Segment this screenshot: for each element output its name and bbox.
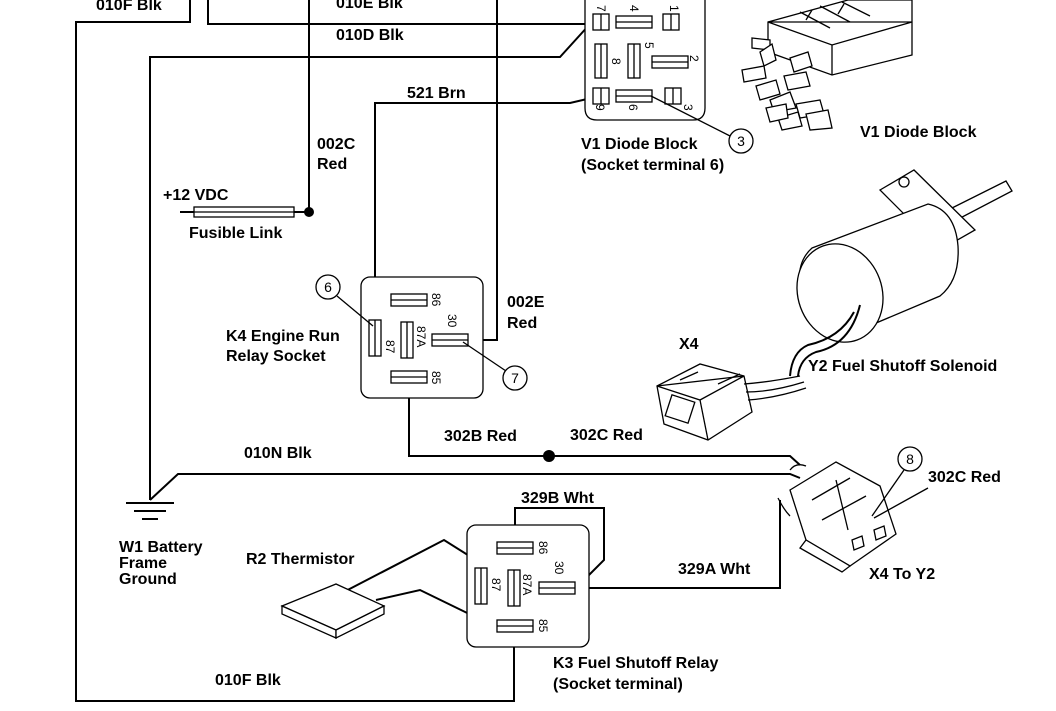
k3-pin-87: 87 <box>489 578 503 592</box>
r2-thermistor-picture <box>280 583 386 640</box>
label-k3-line1: K3 Fuel Shutoff Relay <box>553 655 718 672</box>
wire-010e-blk <box>207 0 590 25</box>
label-fusible-link: Fusible Link <box>189 225 282 242</box>
wire-010f-blk <box>75 0 515 702</box>
wire-010n-blk <box>149 473 801 501</box>
y2-solenoid-picture <box>789 169 1013 377</box>
v1-pin-8: 8 <box>609 58 623 65</box>
x4-connector-picture <box>656 363 807 441</box>
label-010d: 010D Blk <box>336 27 404 44</box>
splice-dot-002c <box>304 207 314 217</box>
v1-pin-6: 6 <box>626 104 640 111</box>
wire-002c-red <box>294 0 310 213</box>
label-k4-line2: Relay Socket <box>226 348 326 365</box>
v1-pin-4: 4 <box>627 5 641 12</box>
label-002c-1: 002C <box>317 136 356 153</box>
label-w1-line1: W1 Battery <box>119 539 203 556</box>
wire-302b-red <box>408 384 801 466</box>
label-k4-line1: K4 Engine Run <box>226 328 340 345</box>
label-329a: 329A Wht <box>678 561 751 578</box>
v1-diode-block-socket: 7 4 1 5 8 2 9 6 3 <box>584 0 706 121</box>
label-010e-top: 010E Blk <box>336 0 403 12</box>
wire-329a-wht <box>557 500 781 589</box>
v1-pin-2: 2 <box>687 55 701 62</box>
k4-relay-socket: 86 30 87A 87 85 <box>360 276 484 399</box>
wire-010d-blk <box>149 23 591 500</box>
label-521: 521 Brn <box>407 85 466 102</box>
callout-3: 3 <box>650 95 754 154</box>
label-y2: Y2 Fuel Shutoff Solenoid <box>808 358 997 375</box>
component-labels: +12 VDC Fusible Link K4 Engine Run Relay… <box>119 124 997 693</box>
v1-pin-9: 9 <box>593 104 607 111</box>
label-v1-picture: V1 Diode Block <box>860 124 977 141</box>
v1-diode-block-pins <box>741 37 833 131</box>
k4-pin-30: 30 <box>445 314 459 328</box>
label-302b: 302B Red <box>444 428 517 445</box>
v1-pin-7: 7 <box>594 5 608 12</box>
label-002c-2: Red <box>317 156 347 173</box>
callout-8: 8 <box>871 446 929 519</box>
label-w1-line2: Frame <box>119 555 167 572</box>
callout-6: 6 <box>315 274 374 327</box>
k3-pin-85: 85 <box>536 619 550 633</box>
fusible-link <box>180 206 295 218</box>
label-002e-1: 002E <box>507 294 545 311</box>
k3-pin-87a: 87A <box>520 574 534 595</box>
label-302c-a: 302C Red <box>570 427 643 444</box>
x4-to-y2-connector-picture <box>777 461 897 573</box>
label-k3-line2: (Socket terminal) <box>553 676 683 693</box>
label-r2: R2 Thermistor <box>246 551 354 568</box>
label-010f-bottom: 010F Blk <box>215 672 281 689</box>
k3-pin-86: 86 <box>536 541 550 555</box>
k3-pin-30: 30 <box>552 561 566 575</box>
wire-329b-wht <box>514 507 605 591</box>
callout-3-number: 3 <box>737 133 745 149</box>
ground-symbol <box>126 502 174 520</box>
callout-7: 7 <box>462 341 528 391</box>
label-v1-line1: V1 Diode Block <box>581 136 698 153</box>
k4-pin-87a: 87A <box>414 326 428 347</box>
v1-diode-block-picture <box>741 0 913 131</box>
label-fuse-voltage: +12 VDC <box>163 187 229 204</box>
callout-6-number: 6 <box>324 279 332 295</box>
k4-pin-87: 87 <box>383 340 397 354</box>
label-002e-2: Red <box>507 315 537 332</box>
v1-pin-3: 3 <box>681 104 695 111</box>
label-329b: 329B Wht <box>521 490 595 507</box>
k3-relay-socket: 86 30 87A 87 85 <box>466 524 590 648</box>
label-x4: X4 <box>679 336 699 353</box>
k4-pin-86: 86 <box>429 293 443 307</box>
label-v1-line2: (Socket terminal 6) <box>581 157 724 174</box>
label-010f-top: 010F Blk <box>96 0 162 14</box>
label-302c-b: 302C Red <box>928 469 1001 486</box>
label-x4-to-y2: X4 To Y2 <box>869 566 935 583</box>
callout-7-number: 7 <box>511 370 519 386</box>
callout-8-number: 8 <box>906 451 914 467</box>
v1-pin-5: 5 <box>642 42 656 49</box>
splice-dot-302 <box>543 450 555 462</box>
k4-pin-85: 85 <box>429 371 443 385</box>
wire-labels: 010F Blk 010E Blk 010D Blk 521 Brn 002C … <box>96 0 1001 689</box>
v1-pin-1: 1 <box>667 5 681 12</box>
label-010n: 010N Blk <box>244 445 312 462</box>
label-w1-line3: Ground <box>119 571 177 588</box>
